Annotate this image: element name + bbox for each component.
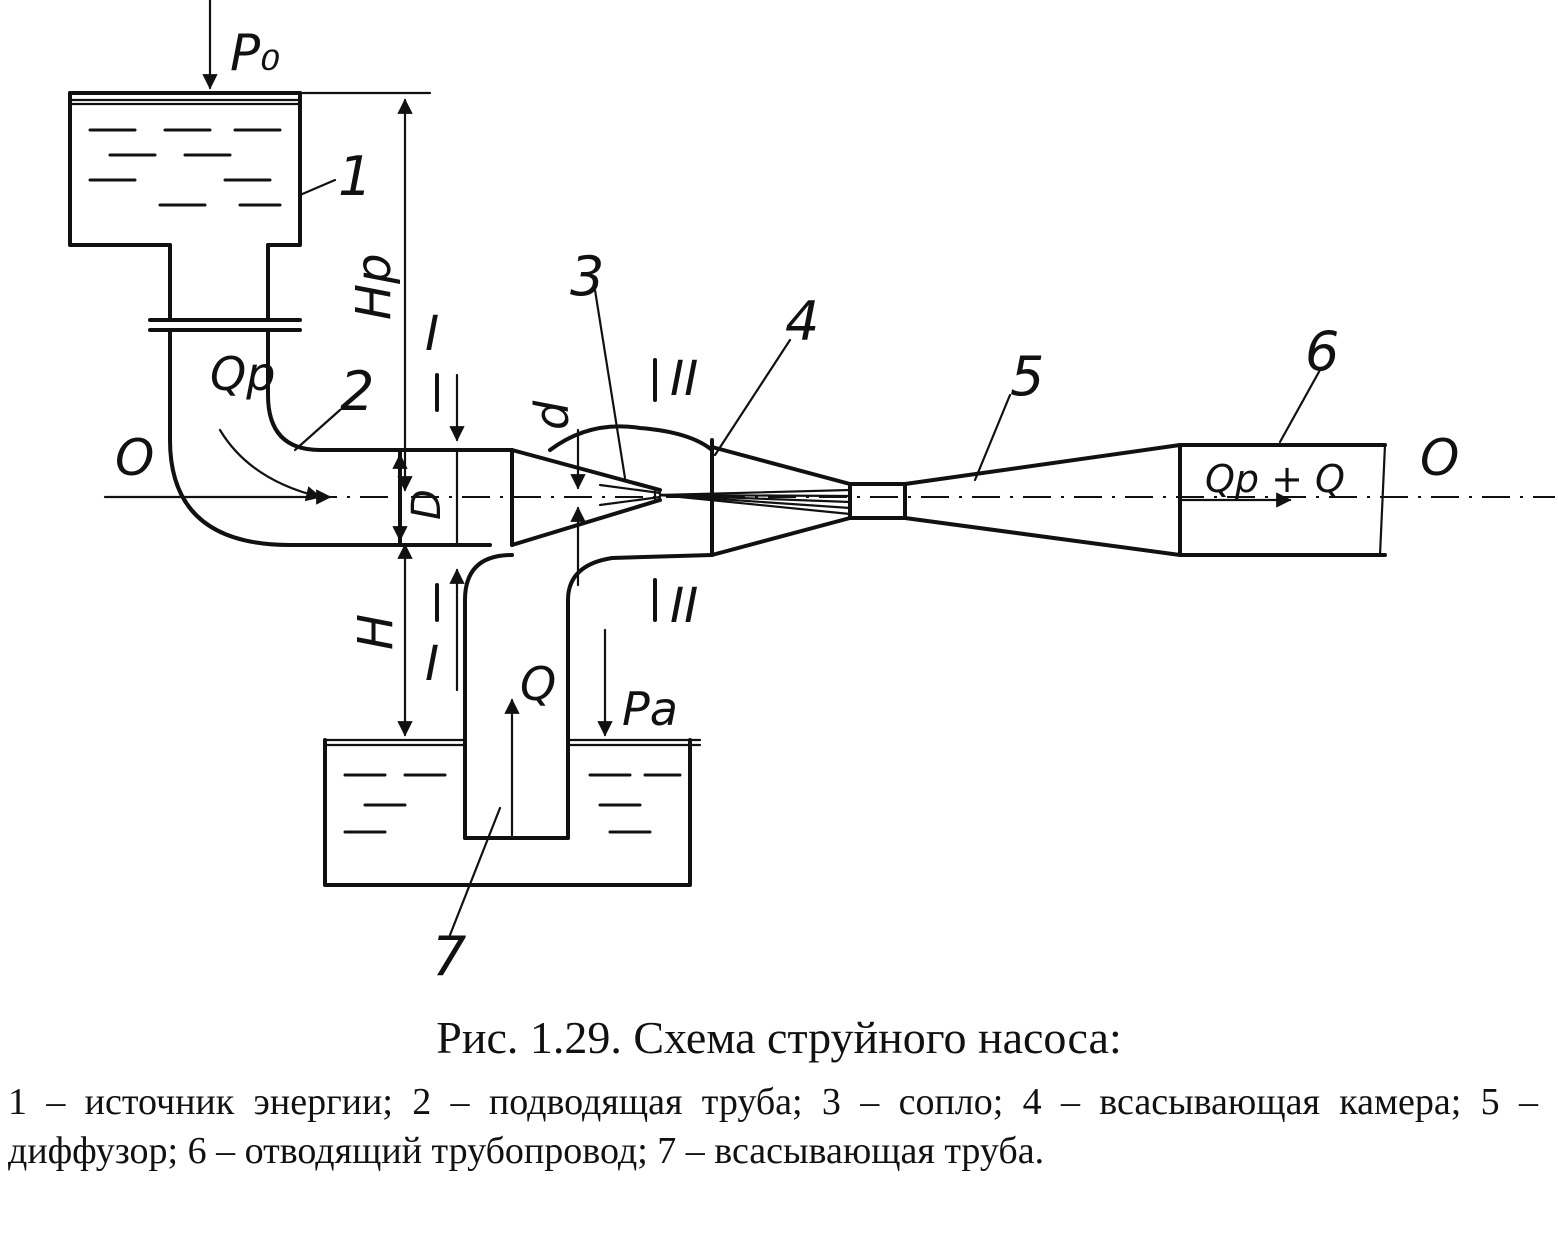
part-number-4: 4 [785, 290, 819, 353]
label-section-ii-bottom: II [670, 578, 698, 634]
label-d-big: D [404, 489, 450, 520]
label-section-i-top: I [425, 306, 439, 362]
qp-flow-arrow [218, 428, 322, 502]
label-qp: Qp [210, 347, 275, 401]
label-qp-plus-q: Qp + Q [1205, 457, 1345, 501]
supply-pipe [148, 243, 514, 547]
label-h: H [348, 614, 404, 650]
label-pa: Pa [622, 682, 678, 736]
label-p0: P₀ [230, 24, 280, 82]
part-number-6: 6 [1305, 320, 1339, 383]
label-section-i-bottom: I [425, 636, 439, 692]
part-number-2: 2 [340, 360, 374, 423]
figure-caption-legend: 1 – источник энергии; 2 – подводящая тру… [8, 1081, 1538, 1172]
figure-caption-title: Рис. 1.29. Схема струйного насоса: [436, 1012, 1122, 1063]
suction-pipe [463, 553, 714, 840]
energy-source-tank [68, 91, 302, 252]
part-number-7: 7 [432, 925, 466, 988]
jet-pump-schematic: P₀ Hp H Qp Q Qp + Q Pa D d O O I I II II… [68, 0, 1555, 988]
part-number-1: 1 [338, 145, 372, 208]
label-q: Q [520, 657, 556, 711]
nozzle [510, 448, 662, 547]
dimension-hp [298, 91, 432, 492]
part-number-5: 5 [1010, 345, 1044, 408]
diffuser [903, 443, 1182, 557]
label-section-ii-top: II [670, 351, 698, 407]
label-axis-left: O [115, 429, 154, 487]
lower-reservoir [323, 738, 702, 887]
leader-lines [293, 178, 1322, 937]
part-number-3: 3 [570, 245, 604, 308]
outlet-pipe [1178, 443, 1387, 557]
section-i-marks [435, 373, 465, 692]
label-d-small: d [525, 400, 579, 430]
label-hp: Hp [346, 253, 402, 320]
label-axis-right: O [1420, 429, 1459, 487]
suction-chamber [548, 424, 907, 557]
